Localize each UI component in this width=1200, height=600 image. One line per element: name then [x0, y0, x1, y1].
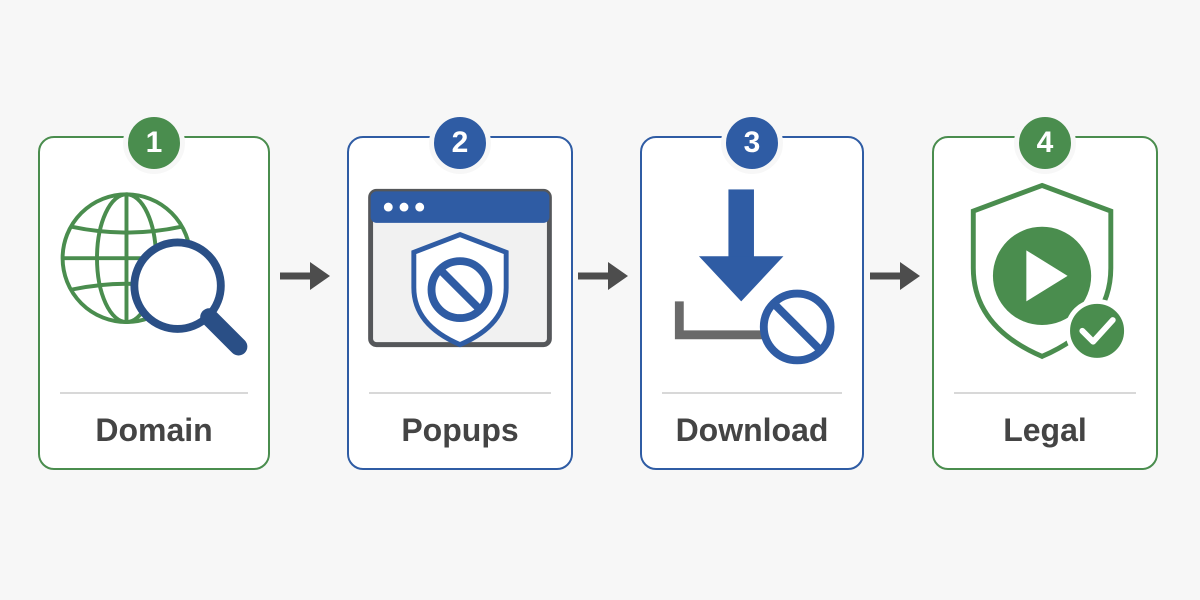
download-blocked-icon	[674, 189, 835, 365]
step-label: Domain	[95, 412, 213, 448]
card-divider	[60, 392, 248, 394]
shield-play-check-icon	[970, 182, 1129, 363]
step-label: Popups	[401, 412, 519, 448]
arrow-right-icon	[870, 262, 920, 290]
step-label: Legal	[1003, 412, 1087, 448]
step-number-badge: 1	[123, 112, 185, 174]
step-card-domain: 1 Domain	[38, 112, 270, 470]
card-divider	[369, 392, 551, 394]
step-number-badge: 3	[721, 112, 783, 174]
step-label: Download	[675, 412, 829, 448]
card-divider	[662, 392, 842, 394]
browser-shield-block-icon	[368, 188, 552, 348]
globe-search-icon	[60, 192, 248, 356]
step-card-download: 3 Download	[640, 112, 864, 470]
arrow-right-icon	[578, 262, 628, 290]
arrow-right-icon	[280, 262, 330, 290]
step-number-badge: 4	[1014, 112, 1076, 174]
step-card-popups: 2 Popups	[347, 112, 573, 470]
step-number-badge: 2	[429, 112, 491, 174]
card-divider	[954, 392, 1136, 394]
step-card-legal: 4 Legal	[932, 112, 1158, 470]
